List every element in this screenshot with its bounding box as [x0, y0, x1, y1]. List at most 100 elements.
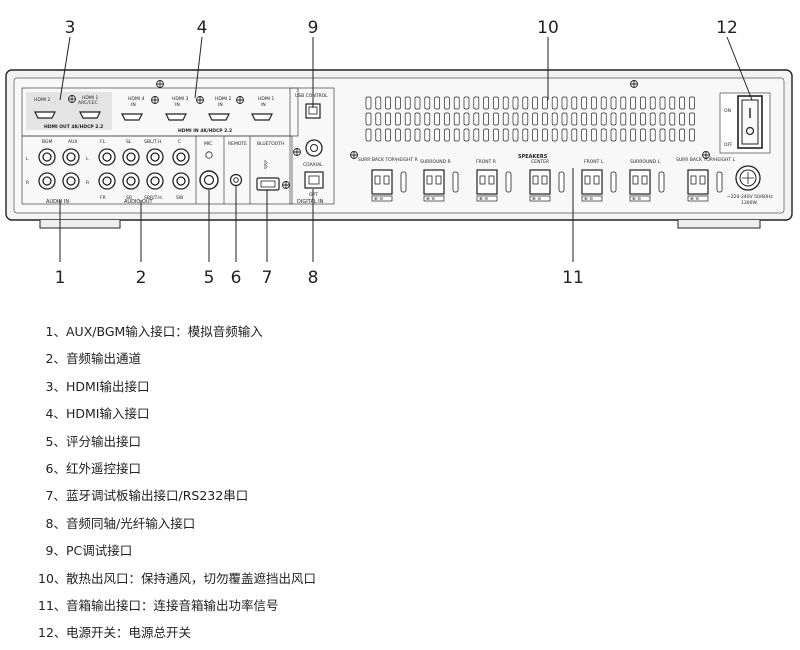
terminal-slot: [532, 175, 539, 185]
bluetooth-icon: ᛒ: [263, 160, 269, 171]
vent-slot: [463, 128, 470, 142]
terminal-slot: [541, 175, 548, 185]
rca-jack-sbr[interactable]: [146, 172, 164, 190]
vent-slot: [600, 112, 607, 126]
usb-control: USB CONTROL: [295, 93, 328, 119]
hdmi-out-1-port[interactable]: [79, 111, 101, 119]
vent-slot: [542, 112, 548, 126]
hdmi-in-1-port[interactable]: [251, 113, 273, 121]
power-off-label: OFF: [724, 142, 733, 148]
speaker-label-front-l: FRONT L: [584, 159, 604, 165]
vent-slot: [649, 96, 656, 110]
screw-icon: [282, 181, 290, 189]
legend-item: 1、AUX/BGM输入接口：模拟音频输入: [45, 324, 263, 339]
vent-slot: [522, 128, 529, 142]
hdmi-in-2-label: HDMI 2: [215, 96, 231, 102]
power-group: ON OFF ~220-240V 50/60Hz 1300W: [719, 92, 773, 206]
vent-slot: [385, 128, 391, 142]
vent-slot: [679, 128, 685, 142]
vent-slot: [551, 128, 558, 142]
terminal-latch: [716, 171, 723, 193]
rca-jack-bgm-l[interactable]: [38, 148, 56, 166]
vent-slot: [365, 112, 372, 126]
terminal-polarity-box: [629, 195, 651, 202]
callout-numbers: 3 4 9 10 12 1 2 5 6 7 8 11: [55, 18, 738, 288]
rca-jack-aux-r[interactable]: [62, 172, 80, 190]
hdmi-in-4: HDMI 4 IN: [121, 96, 144, 121]
vent-slot: [463, 96, 470, 110]
rca-jack-sr[interactable]: [122, 172, 140, 190]
terminal-polarity-label: ⊕ ⊖: [632, 197, 641, 202]
vent-slot: [463, 112, 470, 126]
terminal-slot: [435, 175, 442, 185]
vent-slot: [493, 128, 499, 142]
terminal-latch: [558, 171, 565, 193]
vent-slot: [689, 96, 695, 110]
speaker-terminal-surround-r: SURROUND R ⊕ ⊖: [420, 159, 459, 202]
legend-item: 11、音箱输出接口：连接音箱输出功率信号: [38, 597, 279, 613]
remote-jack[interactable]: [229, 173, 243, 187]
vent-slot: [689, 128, 695, 142]
vent-slot: [571, 96, 578, 110]
speaker-label-front-r: FRONT R: [476, 159, 496, 165]
vent-slot: [561, 128, 568, 142]
audio-out-fl-label: FL: [100, 139, 106, 145]
vent-slot: [679, 96, 685, 110]
terminal-polarity-box: [581, 195, 603, 202]
vent-slot: [659, 96, 666, 110]
power-spec-voltage: ~220-240V 50/60Hz: [727, 194, 773, 200]
vent-slot: [640, 128, 646, 142]
vent-slot: [414, 112, 421, 126]
vent-slot: [493, 112, 499, 126]
optical-port[interactable]: [304, 171, 324, 189]
hdmi-in-3: HDMI 3 IN: [165, 96, 188, 121]
terminal-latch: [452, 171, 459, 193]
legend-item: 8、音频同轴/光纤输入接口: [45, 515, 196, 531]
vent-slot: [385, 112, 391, 126]
vent-slot: [620, 112, 627, 126]
hdmi-in-2-tag: IN: [218, 102, 223, 108]
legend-item: 10、散热出风口：保持通风，切勿覆盖遮挡出风口: [38, 570, 317, 586]
digital-in-title: DIGITAL IN: [297, 199, 324, 205]
vent-slot: [669, 112, 676, 126]
rca-jack-aux-l[interactable]: [62, 148, 80, 166]
rca-jack-fl[interactable]: [98, 148, 116, 166]
legend-item: 12、电源开关：电源总开关: [38, 625, 192, 641]
vent-slot: [375, 112, 382, 126]
terminal-latch: [400, 171, 407, 193]
power-switch[interactable]: [737, 95, 763, 149]
rca-jack-sl[interactable]: [122, 148, 140, 166]
mic-jack[interactable]: [199, 170, 219, 190]
hdmi-out-title: HDMI OUT 4K/HDCP 2.2: [44, 124, 103, 130]
speaker-label-surround-r: SURROUND R: [420, 159, 451, 165]
vent-slot: [581, 112, 587, 126]
hdmi-in-group: HDMI 4 IN HDMI 3 IN HDMI 2 IN HDMI 1 IN …: [121, 96, 274, 134]
hdmi-in-3-label: HDMI 3: [172, 96, 188, 102]
legend-item: 2、音频输出通道: [45, 351, 142, 367]
rca-jack-fr[interactable]: [98, 172, 116, 190]
screw-icon: [630, 80, 638, 88]
power-inlet[interactable]: [735, 165, 761, 191]
terminal-latch: [658, 171, 665, 193]
hdmi-out-2-port[interactable]: [34, 111, 56, 119]
rca-jack-bgm-r[interactable]: [38, 172, 56, 190]
hdmi-in-4-label: HDMI 4: [128, 96, 144, 102]
vent-slot: [669, 96, 676, 110]
hdmi-in-3-port[interactable]: [165, 113, 187, 121]
audio-in-r-label-right: R: [86, 180, 89, 186]
hdmi-in-2-port[interactable]: [208, 113, 230, 121]
bluetooth-label: BLUETOOTH: [257, 141, 284, 147]
bluetooth-port[interactable]: [256, 177, 280, 191]
audio-in-title: AUDIO IN: [46, 199, 69, 205]
mic-group: MIC: [195, 136, 219, 204]
rca-jack-sbl[interactable]: [146, 148, 164, 166]
screw-icon: [702, 151, 710, 159]
vent-slot: [630, 96, 636, 110]
hdmi-in-1-tag: IN: [261, 102, 266, 108]
callout-12: 12: [716, 18, 738, 38]
rca-jack-sw[interactable]: [172, 172, 190, 190]
coaxial-jack[interactable]: [305, 139, 323, 157]
rca-jack-c[interactable]: [172, 148, 190, 166]
hdmi-in-4-port[interactable]: [121, 113, 143, 121]
terminal-slot: [632, 175, 639, 185]
